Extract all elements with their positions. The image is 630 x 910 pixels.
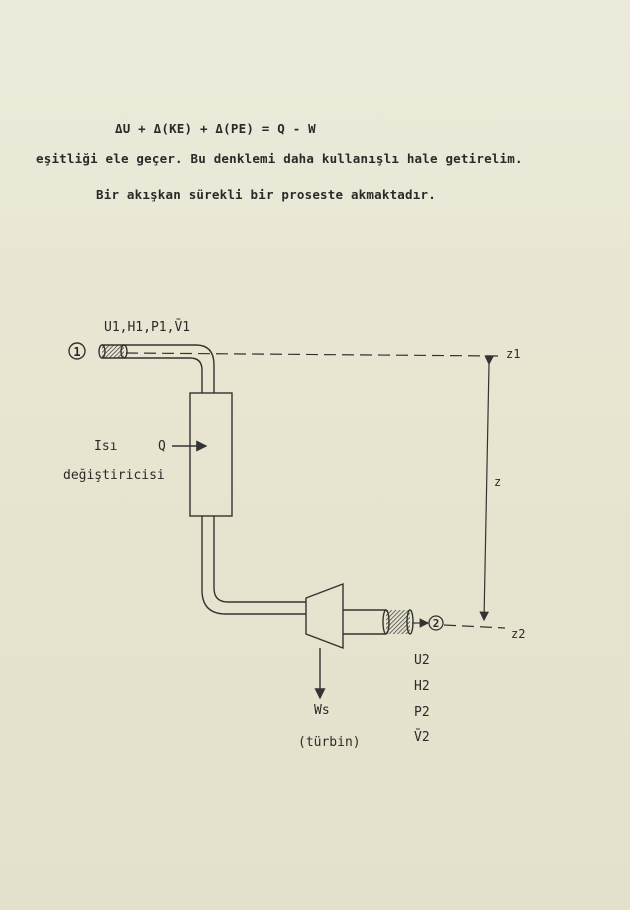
turbine — [305, 582, 414, 650]
state-1-marker: 1 — [68, 342, 86, 360]
state-2-marker: 2 — [428, 615, 444, 631]
energy-balance-equation: ΔU + Δ(KE) + Δ(PE) = Q - W — [115, 121, 316, 136]
inlet-pipe — [98, 344, 215, 393]
state-2-property-2: P2 — [414, 705, 430, 720]
state-2-property-0: U2 — [414, 653, 430, 668]
z1-reference-line — [125, 352, 499, 357]
state-2-property-3: V̄2 — [414, 730, 430, 745]
state-1-properties: U1,H1,P1,V̄1 — [104, 320, 190, 335]
heat-exchanger — [189, 392, 306, 615]
state-2-property-1: H2 — [414, 679, 430, 694]
paragraph-line-2: eşitliği ele geçer. Bu denklemi daha kul… — [36, 151, 523, 166]
z-height-arrow — [479, 355, 494, 622]
state-2-number: 2 — [433, 617, 440, 630]
z2-reference-line — [443, 624, 506, 629]
heat-exchanger-label-2: değiştiricisi — [63, 468, 165, 483]
heat-label: Q — [158, 439, 166, 454]
heat-exchanger-label-1: Isı — [94, 439, 117, 454]
paragraph-line-3: Bir akışkan sürekli bir proseste akmakta… — [96, 187, 436, 202]
turbine-label: (türbin) — [298, 735, 361, 750]
z1-label: z1 — [506, 347, 520, 361]
work-label: Ws — [314, 703, 330, 718]
z-label: z — [494, 475, 501, 489]
z2-label: z2 — [511, 627, 525, 641]
state-1-number: 1 — [73, 345, 80, 359]
